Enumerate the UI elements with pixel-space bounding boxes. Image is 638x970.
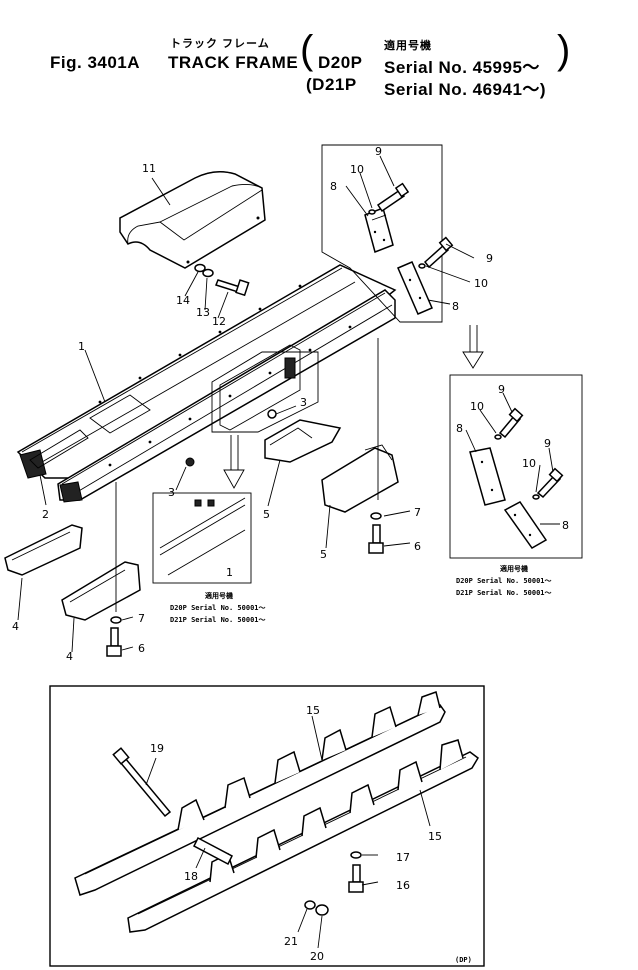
inset-center-line1: D20P Serial No. 50001～: [170, 604, 266, 612]
leader-lines-bottom: [145, 715, 431, 949]
cover-part-11: [119, 171, 266, 269]
callout-6a: 6: [138, 642, 145, 655]
model-d20p: D20P: [318, 53, 363, 72]
callout-3b: 3: [168, 486, 175, 499]
inset-right-line2: D21P Serial No. 50001～: [456, 589, 552, 597]
callout-9d: 9: [544, 437, 551, 450]
callout-8a: 8: [330, 180, 337, 193]
figure-number: Fig. 3401A: [50, 53, 141, 72]
callout-14: 14: [176, 294, 190, 307]
footer-tag: (DP): [455, 956, 472, 964]
callout-1b: 1: [226, 566, 233, 579]
figure-title: TRACK FRAME: [168, 53, 299, 72]
callout-8b: 8: [452, 300, 459, 313]
inset-center-jp: 適用号機: [205, 591, 233, 600]
callout-16: 16: [396, 879, 410, 892]
callout-10d: 10: [522, 457, 536, 470]
callout-17: 17: [396, 851, 410, 864]
inset-center-box: [152, 492, 252, 584]
callout-5b: 5: [320, 548, 327, 561]
close-paren: ): [557, 28, 571, 72]
bolt-part-6a: [106, 616, 122, 657]
callout-9c: 9: [498, 383, 505, 396]
callout-13: 13: [196, 306, 210, 319]
top-right-detail-box: [321, 144, 443, 323]
callout-5a: 5: [263, 508, 270, 521]
open-paren: (: [300, 28, 314, 72]
callout-7a: 7: [138, 612, 145, 625]
callout-4a: 4: [12, 620, 19, 633]
inset-right-jp: 適用号機: [500, 564, 528, 573]
guard-rail-part-15a: [74, 691, 446, 896]
callout-10c: 10: [470, 400, 484, 413]
bolt-part-6b: [368, 512, 384, 554]
arrow-down-right: [462, 325, 484, 369]
washer-part-21: [304, 900, 316, 910]
pin-part-18: [193, 836, 233, 866]
callout-12: 12: [212, 315, 226, 328]
callout-8c: 8: [456, 422, 463, 435]
long-bolt-part-19: [112, 747, 172, 818]
callout-7b: 7: [414, 506, 421, 519]
inset-right-line1: D20P Serial No. 50001～: [456, 577, 552, 585]
jp-title: トラック フレーム: [170, 38, 270, 50]
callout-labels: 1 2 3 3 4 4 5 5 6 6 7 7 8 8 8 8 9 9 9 9 …: [12, 145, 569, 963]
guard-rail-part-15b: [127, 739, 479, 933]
callout-8d: 8: [562, 519, 569, 532]
callout-15a: 15: [306, 704, 320, 717]
callout-19: 19: [150, 742, 164, 755]
callout-6b: 6: [414, 540, 421, 553]
inset-center-line2: D21P Serial No. 50001～: [170, 616, 266, 624]
leader-lines-top: [17, 155, 560, 653]
block-part-5b: [321, 447, 399, 513]
callout-11: 11: [142, 162, 156, 175]
serial-d20p: Serial No. 45995～: [384, 58, 540, 77]
callout-1a: 1: [78, 340, 85, 353]
callout-10b: 10: [474, 277, 488, 290]
guard-part-4b: [61, 561, 141, 621]
block-part-5a: [264, 419, 342, 463]
callout-4b: 4: [66, 650, 73, 663]
serial-d21p: Serial No. 46941～): [384, 80, 547, 99]
callout-21: 21: [284, 935, 298, 948]
model-d21p: (D21P: [306, 75, 357, 94]
jp-applicable-label: 適用号機: [384, 40, 432, 52]
callout-20: 20: [310, 950, 324, 963]
arrow-down-center: [223, 435, 245, 489]
guard-part-4a: [4, 524, 83, 576]
callout-18: 18: [184, 870, 198, 883]
callout-2: 2: [42, 508, 49, 521]
bottom-frame-box: [49, 685, 485, 967]
callout-9b: 9: [486, 252, 493, 265]
track-frame-part-1: [16, 264, 397, 503]
nut-part-20: [315, 904, 329, 916]
inset-right-box: [449, 374, 583, 559]
callout-10a: 10: [350, 163, 364, 176]
callout-15b: 15: [428, 830, 442, 843]
callout-9a: 9: [375, 145, 382, 158]
bolt-part-16: [348, 851, 364, 893]
callout-3a: 3: [300, 396, 307, 409]
center-detail-box: [211, 351, 319, 433]
